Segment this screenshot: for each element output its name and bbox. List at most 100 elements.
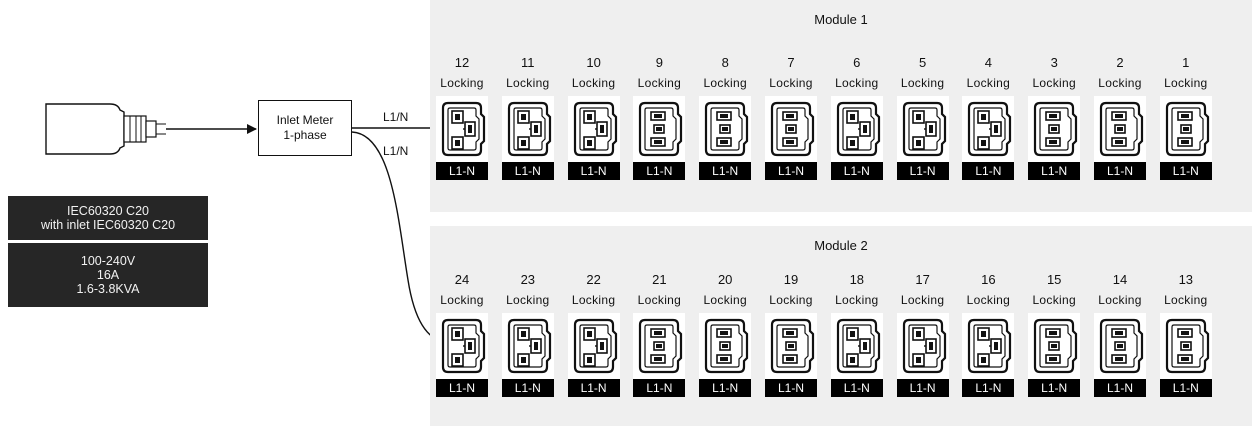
c19-socket-icon	[836, 318, 880, 374]
outlet-locking-label: Locking	[900, 76, 945, 90]
outlet-phase-label: L1-N	[436, 162, 488, 180]
outlet-phase-label: L1-N	[633, 379, 686, 397]
outlet-phase-label: L1-N	[1028, 162, 1081, 180]
c13-socket-icon	[639, 318, 683, 374]
outlet-socket	[567, 313, 620, 379]
outlet-socket	[1159, 313, 1212, 379]
outlet-number: 12	[454, 55, 470, 70]
outlet-socket	[962, 313, 1015, 379]
outlet-socket	[1028, 96, 1081, 162]
outlet-number: 19	[783, 272, 799, 287]
outlet-locking-label: Locking	[769, 76, 813, 90]
outlet-locking-label: Locking	[835, 293, 879, 307]
outlet-socket	[896, 313, 949, 379]
module-title: Module 1	[814, 12, 868, 27]
outlet-phase-label: L1-N	[962, 379, 1015, 397]
outlet-locking-label: Locking	[769, 293, 813, 307]
outlet-number: 20	[717, 272, 733, 287]
c19-socket-icon	[836, 101, 880, 157]
outlet-number: 8	[721, 55, 729, 70]
outlet-number: 9	[655, 55, 663, 70]
outlet-locking-label: Locking	[637, 76, 682, 90]
inlet-type: with inlet IEC60320 C20	[40, 218, 176, 232]
outlet-number: 17	[915, 272, 930, 287]
c13-socket-icon	[1034, 318, 1078, 374]
outlet-locking-label: Locking	[1164, 293, 1208, 307]
c19-socket-icon	[507, 318, 551, 374]
c13-socket-icon	[1099, 318, 1144, 374]
outlet-socket	[501, 313, 554, 379]
outlet-number: 10	[586, 55, 601, 70]
outlet-phase-label: L1-N	[896, 162, 949, 180]
outlet-socket	[633, 96, 686, 162]
outlet-number: 15	[1046, 272, 1062, 287]
outlet-phase-label: L1-N	[1159, 162, 1212, 180]
outlet-locking-label: Locking	[835, 76, 879, 90]
outlet-phase-label: L1-N	[830, 162, 883, 180]
outlet-socket	[699, 96, 752, 162]
outlet-locking-label: Locking	[1032, 293, 1076, 307]
current-rating: 16A	[96, 268, 120, 282]
meter-title: Inlet Meter	[276, 113, 334, 127]
outlet-locking-label: Locking	[571, 76, 616, 90]
c19-socket-icon	[573, 318, 617, 374]
outlet-locking-label: Locking	[637, 293, 682, 307]
c13-socket-icon	[1099, 101, 1144, 157]
voltage-rating: 100-240V	[80, 254, 136, 268]
outlet-phase-label: L1-N	[567, 379, 620, 397]
outlet-socket	[896, 96, 949, 162]
outlet-locking-label: Locking	[703, 293, 747, 307]
inlet-meter-box: Inlet Meter 1-phase	[258, 100, 352, 156]
feed-label-module2: L1/N	[383, 144, 409, 158]
outlet-number: 21	[652, 272, 667, 287]
c13-socket-icon	[639, 101, 683, 157]
plug-type: IEC60320 C20	[66, 204, 149, 218]
outlet-number: 24	[454, 272, 470, 287]
outlet-socket	[567, 96, 620, 162]
outlet-phase-label: L1-N	[830, 379, 883, 397]
outlet-phase-label: L1-N	[1094, 379, 1146, 397]
outlet-number: 22	[586, 272, 601, 287]
outlet-socket	[1159, 96, 1212, 162]
outlet-phase-label: L1-N	[765, 162, 817, 180]
outlet-number: 14	[1112, 272, 1128, 287]
outlet-number: 13	[1178, 272, 1194, 287]
outlet-phase-label: L1-N	[765, 379, 817, 397]
outlet-phase-label: L1-N	[501, 379, 554, 397]
c19-socket-icon	[441, 101, 486, 157]
outlet-phase-label: L1-N	[1094, 162, 1146, 180]
feed-label-module1: L1/N	[383, 110, 409, 124]
outlet-phase-label: L1-N	[633, 162, 686, 180]
outlet-number: 6	[853, 55, 861, 70]
outlet-socket	[765, 313, 817, 379]
outlet-number: 5	[918, 55, 927, 70]
c19-socket-icon	[507, 101, 551, 157]
outlet-phase-label: L1-N	[699, 162, 752, 180]
outlet-socket	[1094, 313, 1146, 379]
c19-socket-icon	[968, 318, 1012, 374]
c19-socket-icon	[902, 101, 946, 157]
power-rating: 1.6-3.8KVA	[76, 282, 140, 296]
outlet-locking-label: Locking	[440, 76, 484, 90]
meter-phase: 1-phase	[283, 128, 327, 142]
outlet-phase-label: L1-N	[1159, 379, 1212, 397]
